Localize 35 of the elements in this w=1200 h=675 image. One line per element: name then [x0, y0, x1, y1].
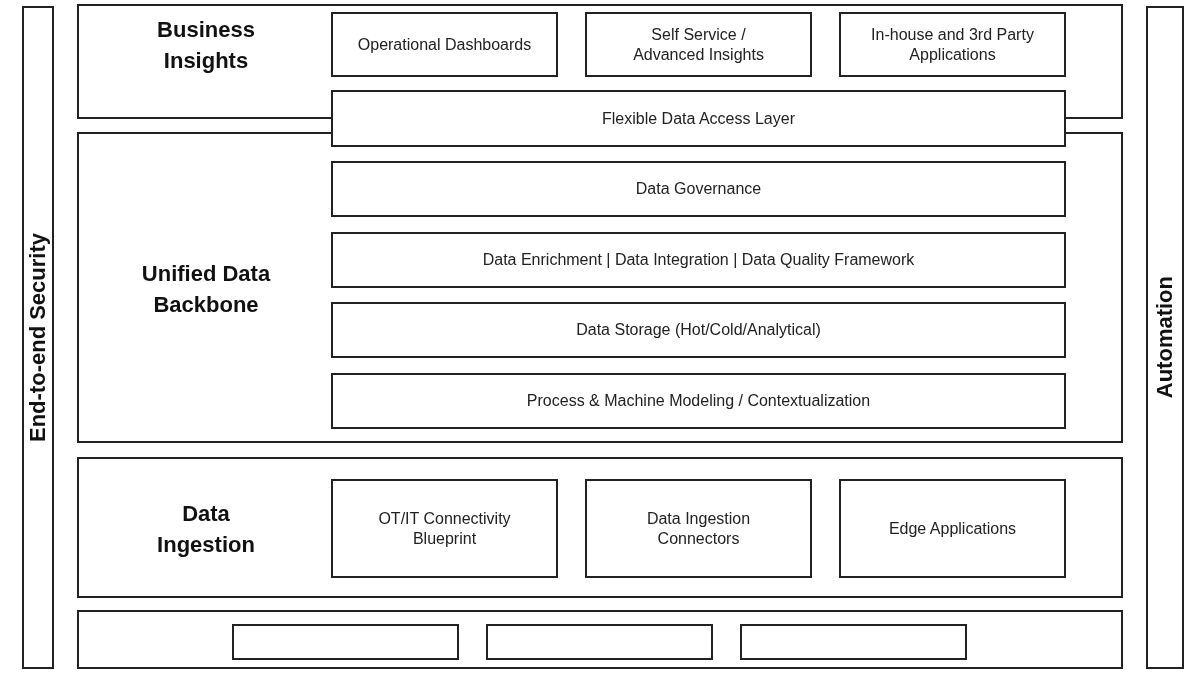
component-box: [331, 161, 1066, 217]
component-box: [331, 12, 558, 77]
component-label: Self Service / Advanced Insights: [632, 24, 765, 65]
component-box: [839, 12, 1066, 77]
layer-heading: Data Ingestion: [156, 500, 256, 559]
empty-component-box: [486, 624, 713, 660]
component-box: [839, 479, 1066, 578]
component-label: Flexible Data Access Layer: [602, 108, 795, 129]
layer-heading: Unified Data Backbone: [140, 260, 272, 319]
layer-panel: [77, 132, 1123, 443]
component-box: [331, 373, 1066, 429]
component-box: [331, 90, 1066, 147]
empty-component-box: [740, 624, 967, 660]
empty-layer-panel: [77, 610, 1123, 669]
side-bar-label: End-to-end Security: [25, 233, 51, 442]
component-label: Process & Machine Modeling / Contextualization: [526, 391, 871, 411]
component-label: Operational Dashboards: [357, 34, 532, 55]
component-box: [331, 302, 1066, 358]
component-box: [585, 12, 812, 77]
component-box: [585, 479, 812, 578]
component-label: Edge Applications: [888, 518, 1017, 539]
component-label: In-house and 3rd Party Applications: [870, 24, 1035, 65]
layer-heading: Business Insights: [156, 16, 256, 75]
component-box: [331, 232, 1066, 288]
component-box: [331, 479, 558, 578]
component-label: OT/IT Connectivity Blueprint: [377, 508, 512, 549]
component-label: Data Governance: [635, 179, 762, 199]
component-label: Data Enrichment | Data Integration | Data Quality Framework: [482, 250, 915, 270]
side-bar-label: Automation: [1152, 276, 1178, 399]
side-bar: [1146, 6, 1184, 669]
component-label: Data Storage (Hot/Cold/Analytical): [576, 320, 821, 340]
component-label: Data Ingestion Connectors: [645, 508, 752, 549]
empty-component-box: [232, 624, 459, 660]
side-bar: [22, 6, 54, 669]
layer-panel: [77, 457, 1123, 598]
